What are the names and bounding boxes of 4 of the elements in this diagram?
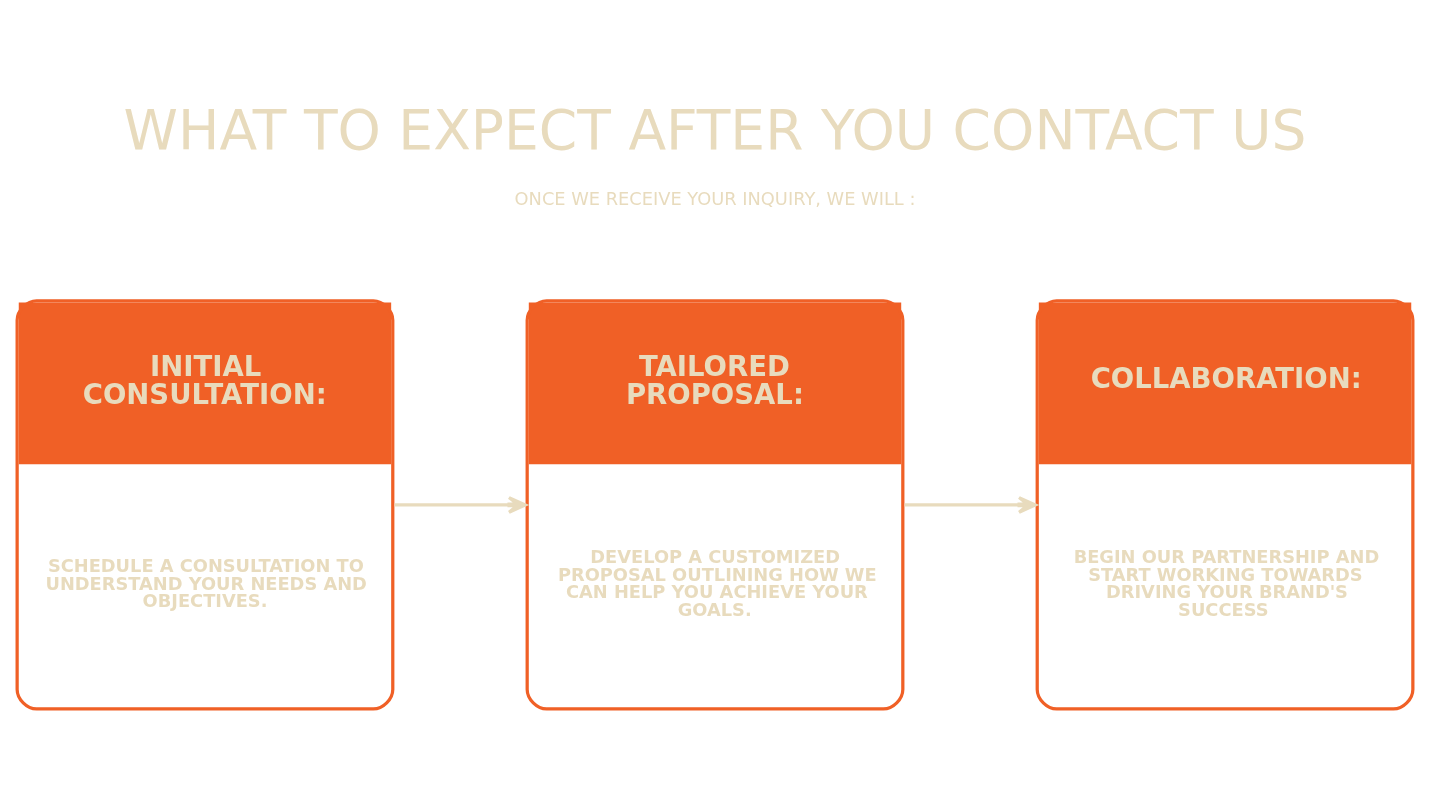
arrow [904,496,1037,514]
label: ONCE WE RECEIVE YOUR INQUIRY, WE WILL : [514,188,916,210]
diagram-title: WHAT TO EXPECT AFTER YOU CONTACT US [123,97,1307,162]
arrow [394,496,527,514]
